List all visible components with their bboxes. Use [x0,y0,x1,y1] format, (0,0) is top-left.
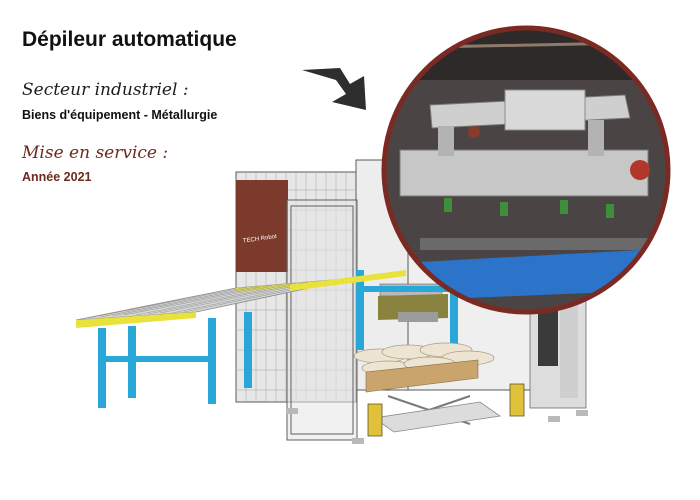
service-value: Année 2021 [22,170,92,184]
cage-feet [286,408,588,444]
brand-label: TECH Robot [243,234,278,245]
blue-frame [356,262,486,350]
service-label: Mise en service : [22,143,169,163]
scissor-lift [372,395,502,433]
cabinet-panel [236,180,288,272]
roller-conveyor [75,277,357,408]
yellow-supports [367,383,525,437]
pointer-arrow-icon [302,68,366,110]
front-door [286,199,358,441]
sector-value: Biens d'équipement - Métallurgie [22,108,218,122]
zoom-circle-border [381,25,671,315]
pallet [365,359,479,393]
yellow-rail [290,270,406,291]
page-title: Dépileur automatique [22,28,237,51]
zoom-detail [384,28,668,312]
sector-label: Secteur industriel : [22,80,189,100]
